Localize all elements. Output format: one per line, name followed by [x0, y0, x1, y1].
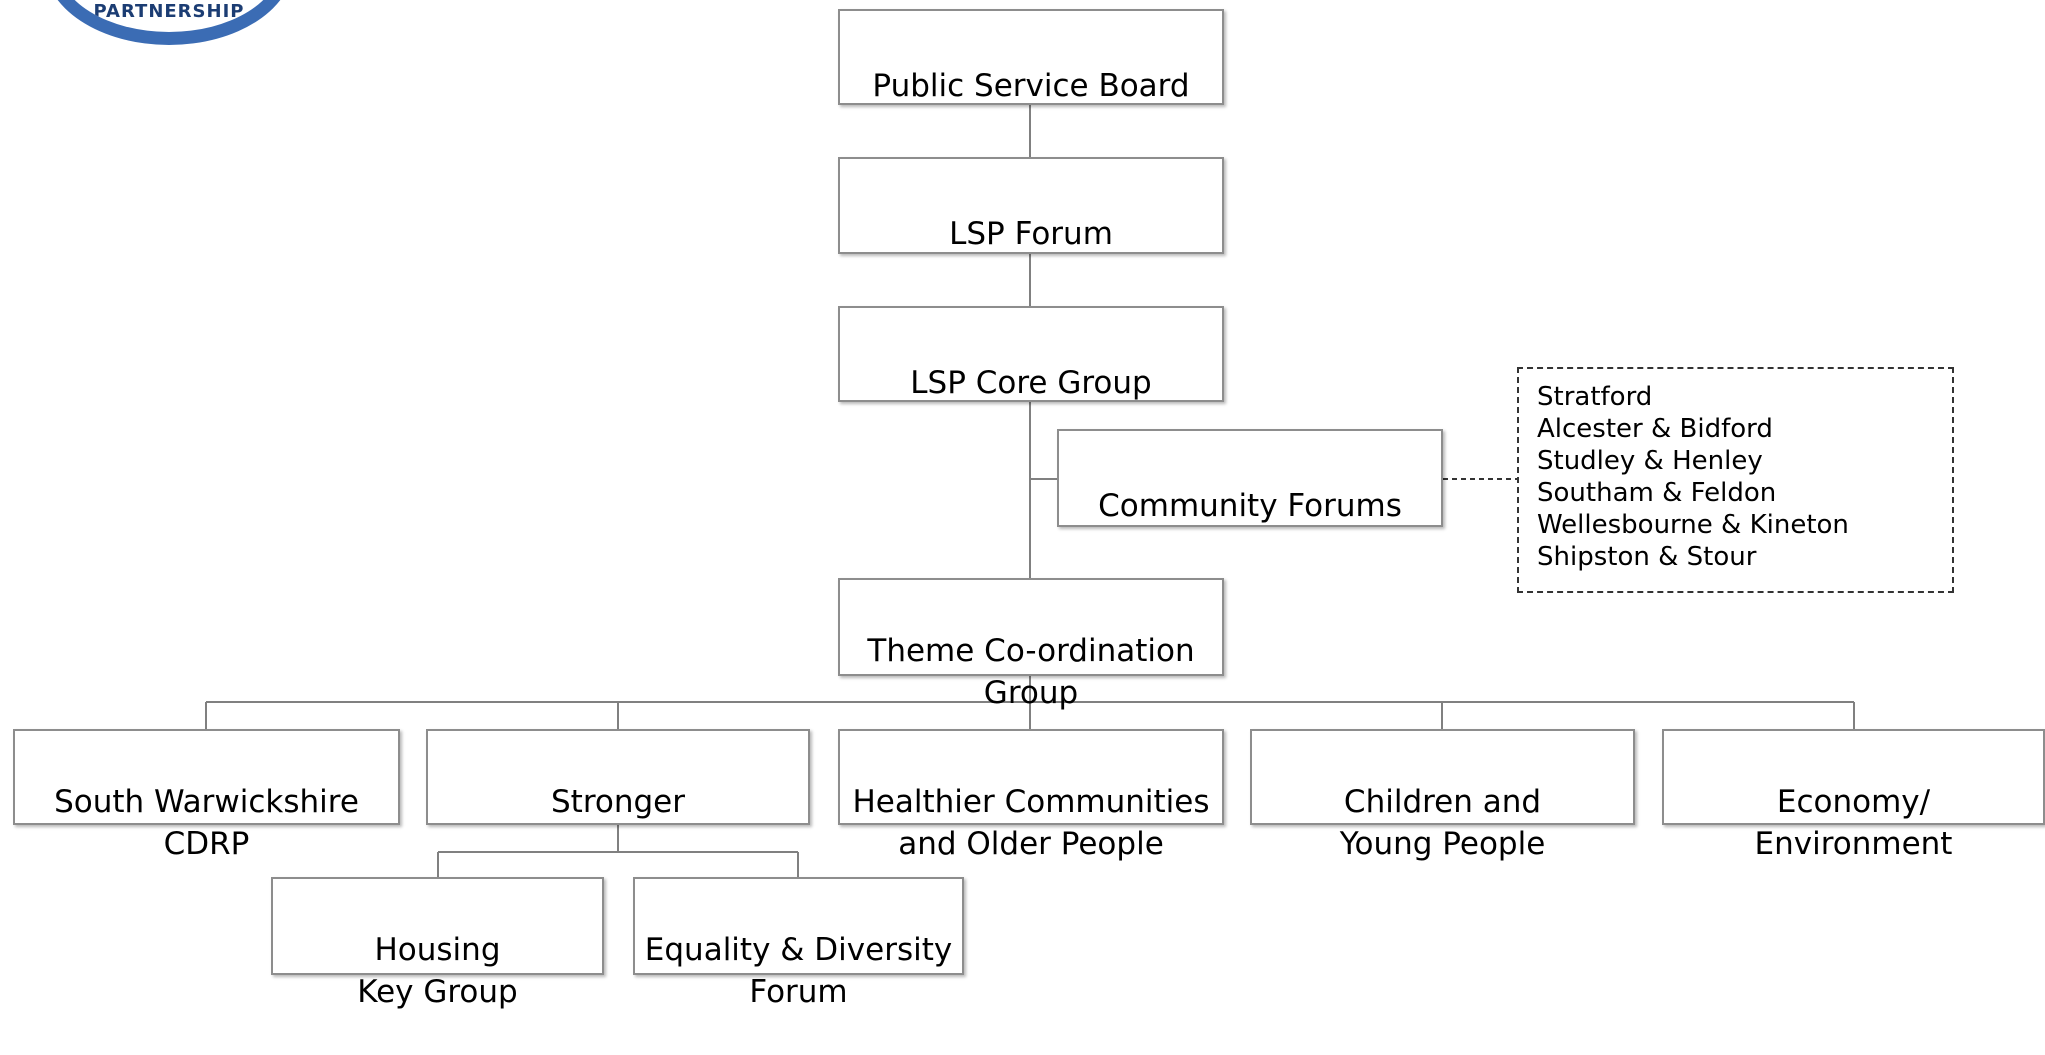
node-community-forums-label: Community Forums — [1098, 488, 1402, 524]
connector-lines — [205, 104, 1855, 877]
node-theme-coordination-group-label: Theme Co-ordination Group — [867, 633, 1195, 711]
node-equality-diversity-forum: Equality & Diversity Forum — [633, 877, 964, 1010]
area-item: Alcester & Bidford — [1537, 414, 1773, 444]
node-south-warwickshire-cdrp-label: South Warwickshire CDRP — [54, 784, 359, 862]
node-stronger: Stronger — [426, 729, 810, 825]
node-healthier-communities: Healthier Communities and Older People — [838, 729, 1224, 862]
node-theme-coordination-group: Theme Co-ordination Group — [838, 578, 1224, 711]
node-lsp-forum: LSP Forum — [838, 157, 1224, 254]
community-forum-areas-panel: Stratford Alcester & Bidford Studley & H… — [1517, 367, 1954, 593]
area-item: Stratford — [1537, 382, 1653, 412]
node-economy-environment: Economy/ Environment — [1662, 729, 2045, 862]
node-lsp-forum-label: LSP Forum — [949, 216, 1113, 252]
node-housing-key-group-label: Housing Key Group — [357, 932, 518, 1010]
node-stronger-label: Stronger — [550, 784, 685, 820]
logo-text: PARTNERSHIP — [93, 1, 245, 22]
area-item: Shipston & Stour — [1537, 542, 1757, 572]
area-item: Southam & Feldon — [1537, 478, 1777, 508]
node-healthier-communities-label: Healthier Communities and Older People — [852, 784, 1210, 862]
node-south-warwickshire-cdrp: South Warwickshire CDRP — [13, 729, 400, 862]
node-lsp-core-group-label: LSP Core Group — [910, 365, 1152, 401]
node-economy-environment-label: Economy/ Environment — [1754, 784, 1953, 862]
node-public-service-board-label: Public Service Board — [872, 68, 1190, 104]
node-equality-diversity-forum-label: Equality & Diversity Forum — [644, 932, 953, 1010]
node-lsp-core-group: LSP Core Group — [838, 306, 1224, 402]
node-community-forums: Community Forums — [1057, 429, 1443, 527]
node-children-young-people-label: Children and Young People — [1339, 784, 1546, 862]
area-item: Wellesbourne & Kineton — [1537, 510, 1849, 540]
node-children-young-people: Children and Young People — [1250, 729, 1635, 862]
node-housing-key-group: Housing Key Group — [271, 877, 604, 1010]
area-item: Studley & Henley — [1537, 446, 1763, 476]
node-public-service-board: Public Service Board — [838, 9, 1224, 105]
